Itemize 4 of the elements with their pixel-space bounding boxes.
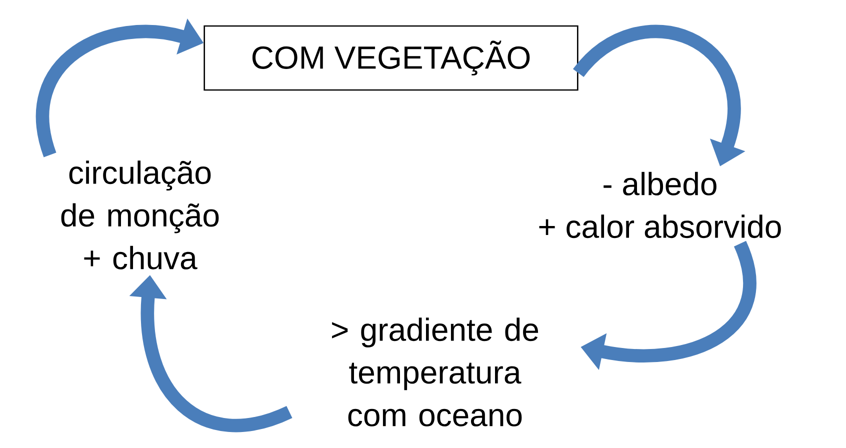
node-text: > gradiente de temperatura com oceano [332, 318, 538, 426]
title-box: COM VEGETAÇÃO [204, 25, 578, 91]
node-text: circulação de monção + chuva [61, 160, 219, 270]
node-text: - albedo + calor absorvido [539, 172, 781, 238]
